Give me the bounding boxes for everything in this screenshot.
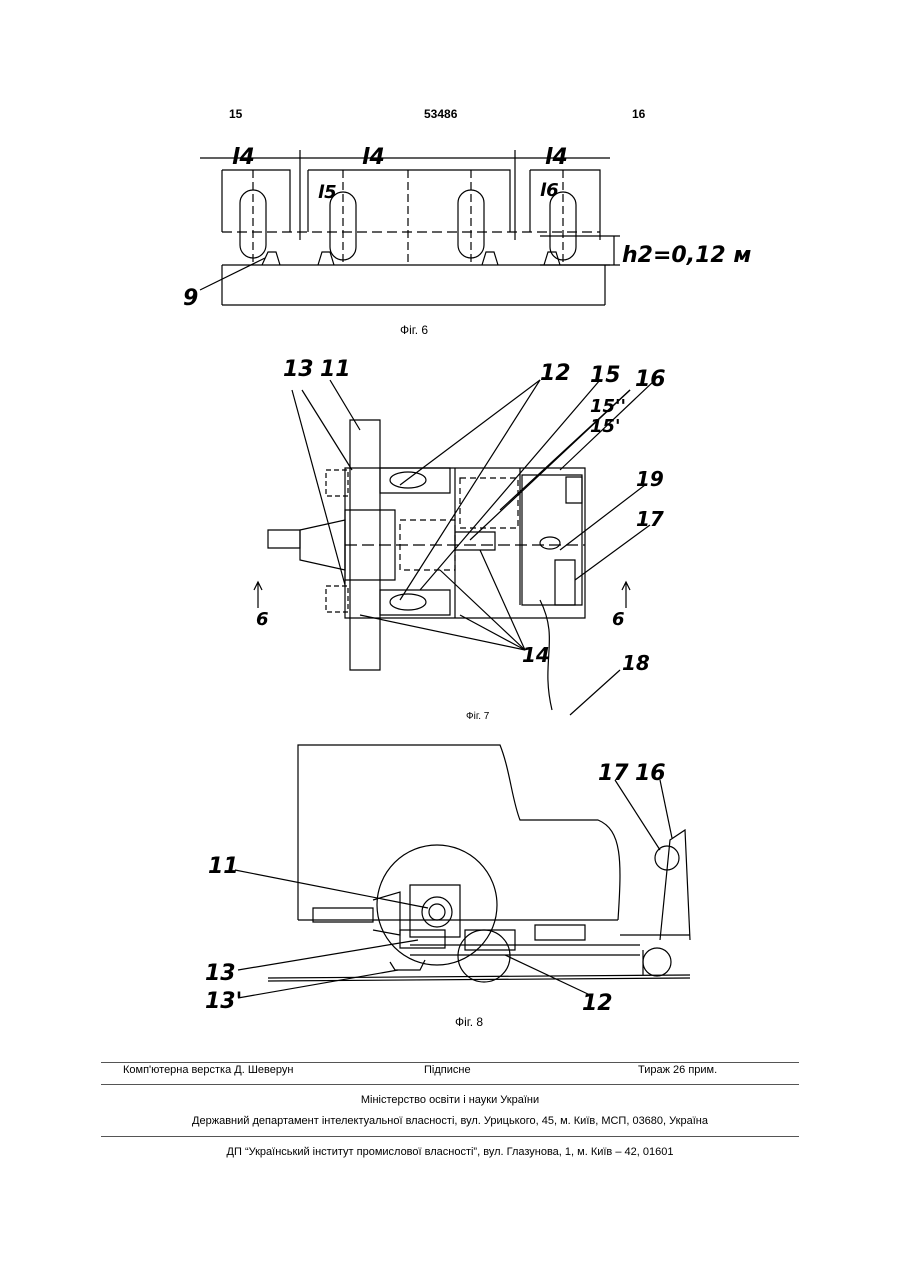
label-15-prime: 15' [590, 416, 621, 437]
typesetting-credit: Комп'ютерна верстка Д. Шеверун [123, 1064, 293, 1076]
label-16: 16 [635, 761, 666, 786]
label-l4-right: l4 [545, 145, 568, 170]
ministry-name: Міністерство освіти і науки України [101, 1094, 799, 1106]
label-13: 13 [283, 357, 314, 382]
label-13-prime: 13' [205, 989, 242, 1014]
label-15-double-prime: 15'' [590, 396, 626, 417]
label-h2: h2=0,12 м [622, 243, 751, 268]
label-l6: l6 [540, 180, 559, 201]
patent-number: 53486 [424, 107, 457, 121]
page-number-left: 15 [229, 107, 242, 121]
label-16: 16 [635, 367, 666, 392]
figure-8-caption: Фіг. 8 [455, 1015, 483, 1029]
label-9: 9 [183, 286, 198, 311]
imprint-rule-mid [101, 1084, 799, 1085]
label-11: 11 [208, 854, 239, 879]
label-15: 15 [590, 363, 621, 388]
label-l5: l5 [318, 182, 337, 203]
label-17: 17 [636, 507, 664, 531]
label-12: 12 [540, 361, 571, 386]
figure-6-drawing: l4 l4 l4 l5 l6 h2=0,12 м 9 [0, 140, 901, 320]
imprint-rule-top [101, 1062, 799, 1063]
label-13: 13 [205, 961, 236, 986]
imprint-rule-bottom [101, 1136, 799, 1137]
publisher-address: ДП “Український інститут промислової вла… [101, 1146, 799, 1158]
section-mark-left: 6 [256, 609, 269, 630]
label-12: 12 [582, 991, 613, 1015]
label-l4-left: l4 [232, 145, 255, 170]
label-18: 18 [622, 651, 650, 675]
label-11: 11 [320, 357, 351, 382]
section-mark-right: 6 [612, 609, 625, 630]
label-17: 17 [598, 761, 629, 786]
signed-note: Підписне [424, 1064, 471, 1076]
figure-7-drawing: 13 11 12 15 16 15'' 15' 19 17 14 18 6 6 [0, 350, 901, 720]
circulation-note: Тираж 26 прим. [638, 1064, 717, 1076]
figure-8-drawing: 11 13 13' 12 17 16 [0, 740, 901, 1015]
figure-6-caption: Фіг. 6 [400, 323, 428, 337]
label-l4-mid: l4 [362, 145, 385, 170]
label-14: 14 [522, 643, 550, 667]
figure-7-caption: Фіг. 7 [466, 711, 489, 722]
department-address: Державний департамент інтелектуальної вл… [101, 1115, 799, 1127]
label-19: 19 [636, 467, 664, 491]
page-number-right: 16 [632, 107, 645, 121]
